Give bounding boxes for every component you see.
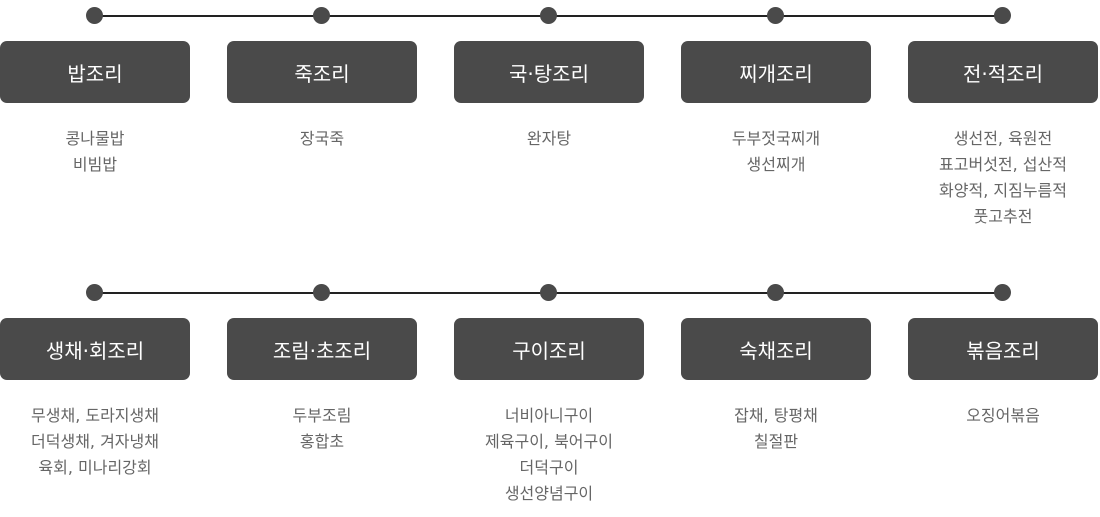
timeline-dot	[767, 7, 784, 24]
step-title: 볶음조리	[908, 318, 1098, 380]
step-title: 전·적조리	[908, 41, 1098, 103]
dish-item: 두부조림	[292, 406, 352, 425]
timeline-dot	[540, 284, 557, 301]
timeline-dot	[86, 7, 103, 24]
dish-item: 잡채, 탕평채	[734, 406, 818, 425]
dish-item: 화양적, 지짐누름적	[939, 181, 1067, 200]
step-title: 숙채조리	[681, 318, 871, 380]
step-title: 밥조리	[0, 41, 190, 103]
dish-item: 생선찌개	[746, 155, 806, 174]
dish-item: 무생채, 도라지생채	[31, 406, 159, 425]
step-title: 죽조리	[227, 41, 417, 103]
dish-item: 육회, 미나리강회	[38, 458, 152, 477]
timeline-dot	[86, 284, 103, 301]
timeline-dot	[994, 7, 1011, 24]
dish-item: 콩나물밥	[65, 129, 125, 148]
step-title: 찌개조리	[681, 41, 871, 103]
timeline-dot	[994, 284, 1011, 301]
dish-item: 더덕생채, 겨자냉채	[31, 432, 159, 451]
dish-item: 더덕구이	[519, 458, 579, 477]
dish-item: 칠절판	[753, 432, 799, 451]
step-title: 조림·초조리	[227, 318, 417, 380]
dish-item: 표고버섯전, 섭산적	[939, 155, 1067, 174]
dish-item: 너비아니구이	[504, 406, 594, 425]
step-items: 장국죽	[207, 126, 437, 152]
step-title: 국·탕조리	[454, 41, 644, 103]
dish-item: 제육구이, 북어구이	[485, 432, 613, 451]
step-items: 완자탕	[434, 126, 664, 152]
dish-item: 생선전, 육원전	[953, 129, 1053, 148]
dish-item: 생선양념구이	[504, 484, 594, 503]
dish-item: 홍합초	[299, 432, 345, 451]
dish-item: 비빔밥	[72, 155, 118, 174]
step-title: 생채·회조리	[0, 318, 190, 380]
dish-item: 완자탕	[526, 129, 572, 148]
timeline-dot	[767, 284, 784, 301]
step-title: 구이조리	[454, 318, 644, 380]
timeline-dot	[540, 7, 557, 24]
step-items: 오징어볶음	[888, 403, 1100, 429]
dish-item: 오징어볶음	[966, 406, 1040, 425]
dish-item: 장국죽	[299, 129, 345, 148]
timeline-dot	[313, 284, 330, 301]
timeline-dot	[313, 7, 330, 24]
dish-item: 풋고추전	[973, 207, 1033, 226]
dish-item: 두부젓국찌개	[731, 129, 821, 148]
